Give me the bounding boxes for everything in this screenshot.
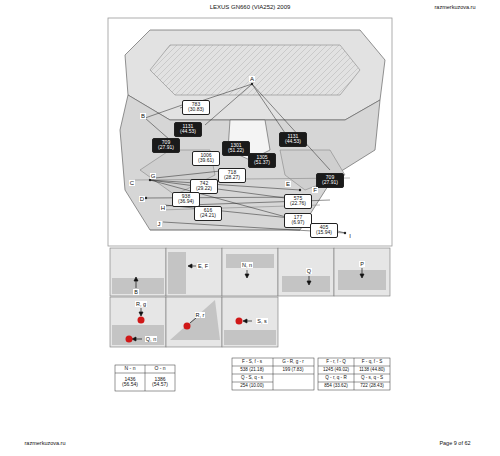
callout-letter: B (133, 289, 139, 295)
callout-letter: A (249, 76, 255, 83)
dimension-box: 1301 (51.22) (222, 141, 250, 156)
table-cell: 1138 (44.80) (355, 367, 390, 372)
dimension-box: 177 (6.97) (284, 213, 312, 228)
dimension-value: 938 (36.94) (175, 194, 197, 205)
callout-letter: Q (306, 268, 312, 274)
dimension-value: 709 (27.91) (155, 140, 177, 151)
dimension-value: 1131 (44.53) (177, 124, 199, 135)
callout-letter: G (150, 173, 157, 180)
table-cell: 1245 (49.02) (319, 367, 354, 372)
table-cell: 538 (21.18) (232, 367, 272, 372)
callout-letter: H (160, 205, 166, 212)
dimension-value: 1131 (44.53) (282, 134, 304, 145)
dimension-value: 1305 (51.37) (251, 155, 273, 166)
table-cell: 722 (28.43) (355, 383, 390, 388)
callout-letter: J (157, 221, 162, 228)
dimension-value: 783 (30.83) (185, 102, 207, 113)
table-cell: 199 (7.83) (273, 367, 313, 372)
dimension-box: 1131 (44.53) (279, 132, 307, 147)
table-cell: N - n (116, 366, 144, 372)
dimension-box: 1131 (44.53) (174, 122, 202, 137)
table-cell: 1436 (56.54) (117, 377, 143, 388)
dimension-value: 405 (15.94) (313, 225, 335, 236)
callout-letter: D (139, 196, 145, 203)
callout-letter: F (312, 187, 318, 194)
callout-letter: E, F (197, 263, 209, 269)
table-cell: Q - r, q - R (319, 375, 354, 380)
table-cell: 254 (10.00) (232, 383, 272, 388)
page-header: Page 9 of 62 (415, 440, 495, 446)
table-cell: F - q, f - S (355, 359, 390, 364)
table-cell: 1386 (54.57) (147, 377, 173, 388)
dimension-box: 1305 (51.37) (248, 153, 276, 168)
dimension-box: 1006 (39.61) (192, 151, 220, 166)
dimension-box: 938 (36.94) (172, 192, 200, 207)
callout-letter: E (285, 181, 291, 188)
dimension-value: 742 (29.22) (193, 181, 215, 192)
dimension-box: 709 (27.91) (152, 138, 180, 153)
callout-letter: I (348, 233, 352, 240)
callout-letter: N, n (241, 262, 253, 268)
table-cell: 854 (33.62) (319, 383, 354, 388)
dimension-box: 405 (15.94) (310, 223, 338, 238)
dimension-box: 575 (22.76) (284, 194, 312, 209)
page-header: razmerkuzova.ru (5, 440, 85, 446)
callout-letter: Q, n (145, 336, 157, 342)
callout-letter: R, g (135, 301, 147, 307)
table-cell: Q - S, q - s (232, 375, 272, 380)
table-cell: O - n (146, 366, 174, 372)
callout-letter: S, s (256, 318, 267, 324)
dimension-box: 709 (27.91) (316, 173, 344, 188)
callout-letter: P (359, 261, 365, 267)
callout-letter: B (140, 113, 146, 120)
table-cell: F - S, f - s (232, 359, 272, 364)
table-cell: Q - s, q - S (355, 375, 390, 380)
dimension-value: 177 (6.97) (287, 215, 309, 226)
dimension-box: 616 (24.21) (194, 206, 222, 221)
dimension-box: 718 (28.27) (218, 168, 246, 183)
dimension-value: 1301 (51.22) (225, 143, 247, 154)
table-cell: G - R, g - r (273, 359, 313, 364)
callout-letter: C (129, 180, 135, 187)
dimension-value: 718 (28.27) (221, 170, 243, 181)
dimension-value: 575 (22.76) (287, 196, 309, 207)
dimension-box: 783 (30.83) (182, 100, 210, 115)
dimension-value: 616 (24.21) (197, 208, 219, 219)
table-cell: F - r, f - Q (319, 359, 354, 364)
page-header: razmerkuzova.ru (415, 4, 495, 10)
page-header: LEXUS GN660 (VIA252) 2009 (150, 4, 350, 11)
dimension-value: 1006 (39.61) (195, 153, 217, 164)
dimension-value: 709 (27.91) (319, 175, 341, 186)
callout-letter: R, r (195, 312, 206, 318)
